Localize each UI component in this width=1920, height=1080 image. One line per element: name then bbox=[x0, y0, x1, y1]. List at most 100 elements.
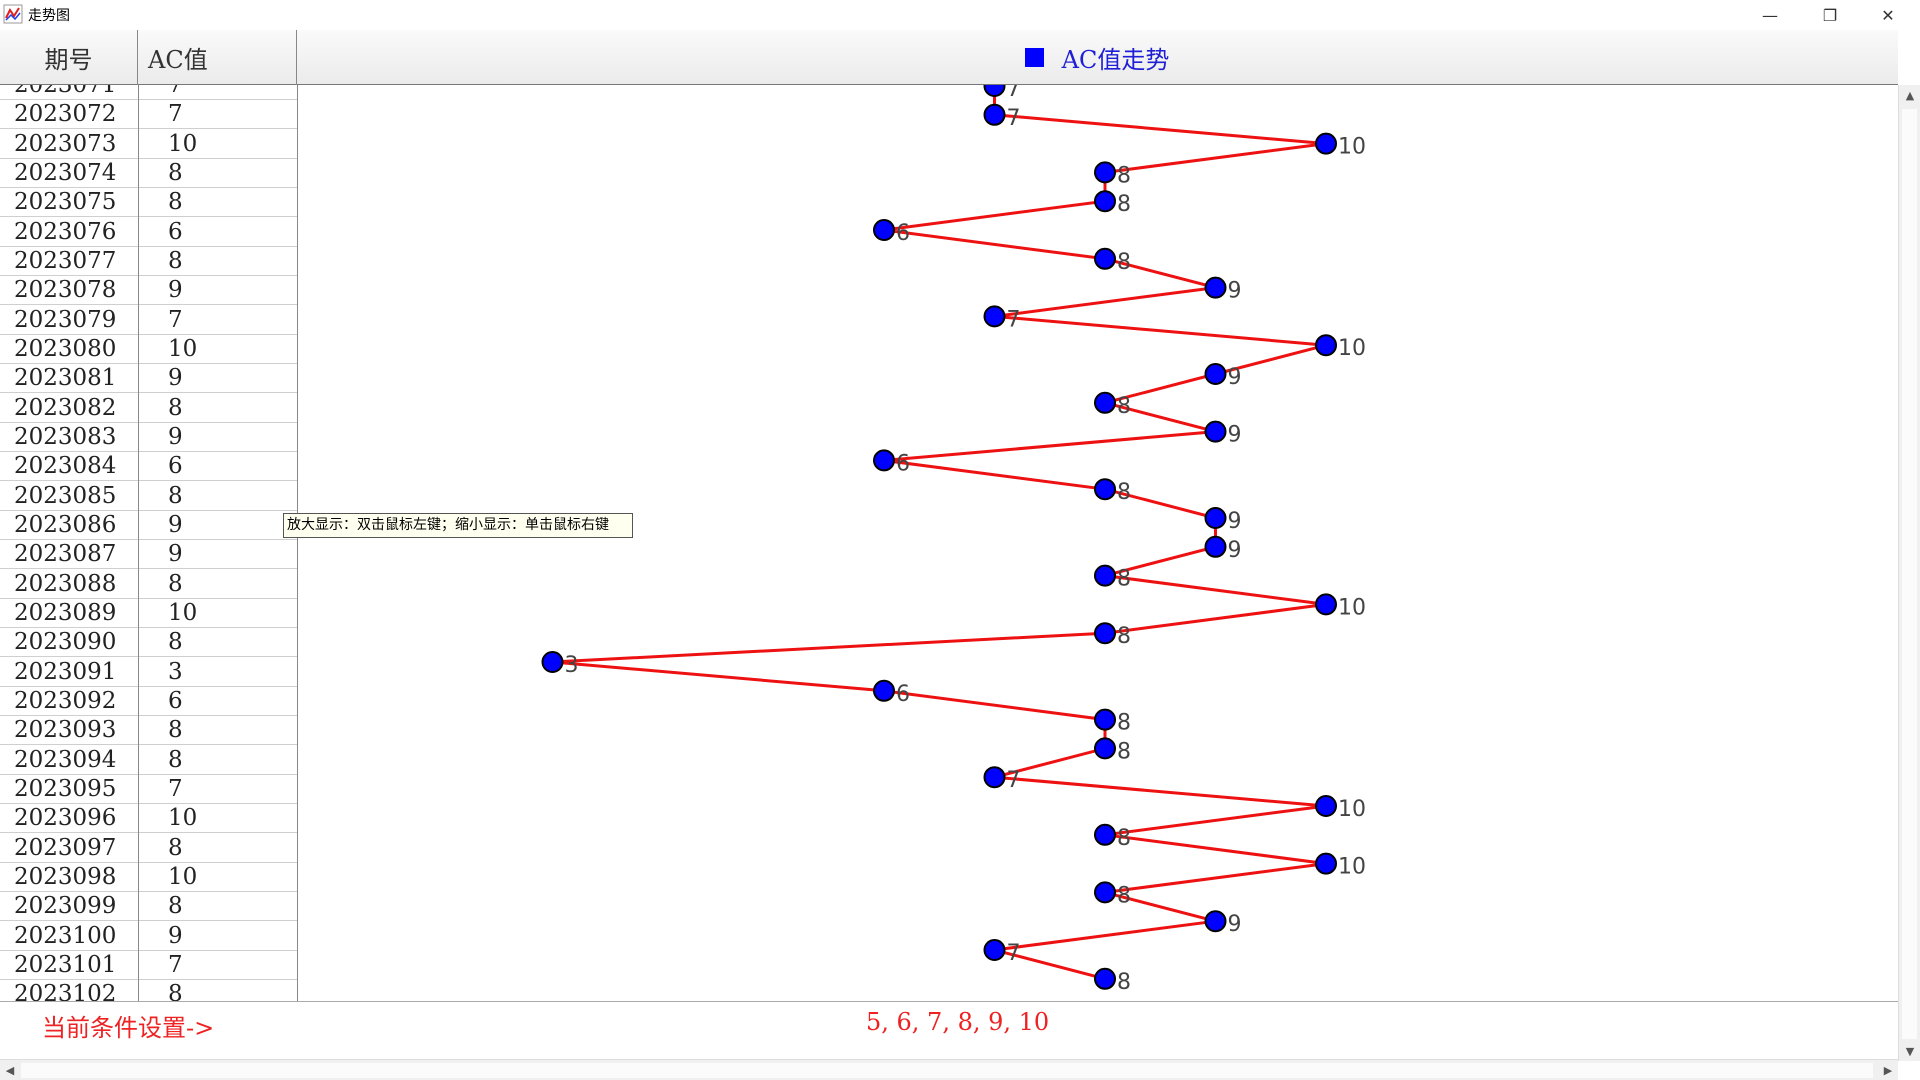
data-point[interactable] bbox=[1094, 708, 1116, 731]
data-point[interactable] bbox=[1315, 132, 1337, 155]
data-point[interactable] bbox=[1094, 881, 1116, 904]
ac-value-cell: 8 bbox=[168, 893, 183, 920]
data-point[interactable] bbox=[1094, 478, 1116, 501]
data-point[interactable] bbox=[541, 651, 564, 673]
chart-legend: AC值走势 bbox=[297, 30, 1897, 85]
minimize-button[interactable]: — bbox=[1762, 5, 1778, 25]
data-point[interactable] bbox=[1094, 161, 1116, 184]
scroll-left-arrow-icon[interactable]: ◀ bbox=[5, 1064, 15, 1077]
data-point[interactable] bbox=[983, 939, 1006, 961]
data-label: 8 bbox=[1117, 163, 1131, 188]
data-point[interactable] bbox=[1204, 910, 1227, 933]
data-point[interactable] bbox=[1094, 622, 1116, 645]
horizontal-scroll-thumb[interactable] bbox=[21, 1063, 1873, 1078]
data-label: 9 bbox=[1228, 279, 1242, 304]
data-point[interactable] bbox=[983, 305, 1006, 328]
period-cell: 2023090 bbox=[14, 629, 117, 656]
data-label: 10 bbox=[1338, 797, 1366, 822]
window-title: 走势图 bbox=[28, 8, 70, 24]
data-point[interactable] bbox=[1315, 795, 1337, 817]
data-point[interactable] bbox=[1315, 593, 1337, 616]
ac-column-header[interactable]: AC值 bbox=[138, 30, 297, 85]
period-cell: 2023072 bbox=[14, 101, 117, 128]
data-point[interactable] bbox=[873, 219, 895, 241]
data-point[interactable] bbox=[983, 766, 1006, 789]
data-point[interactable] bbox=[1094, 737, 1116, 760]
condition-settings-label[interactable]: 当前条件设置-> bbox=[42, 1014, 215, 1042]
data-point[interactable] bbox=[1094, 967, 1116, 990]
close-button[interactable]: ✕ bbox=[1881, 5, 1895, 25]
vertical-scroll-thumb[interactable] bbox=[1902, 109, 1917, 1039]
data-point[interactable] bbox=[1204, 535, 1227, 558]
period-cell: 2023074 bbox=[14, 159, 117, 186]
data-point[interactable] bbox=[1204, 276, 1227, 299]
data-point[interactable] bbox=[1094, 190, 1116, 213]
period-column-header[interactable]: 期号 bbox=[0, 30, 138, 85]
scroll-up-arrow-icon[interactable]: ▲ bbox=[1905, 88, 1915, 102]
column-divider bbox=[297, 85, 298, 1043]
data-point[interactable] bbox=[1094, 391, 1116, 414]
period-cell: 2023076 bbox=[14, 218, 117, 245]
ac-value-cell: 8 bbox=[168, 482, 183, 509]
data-point[interactable] bbox=[1315, 334, 1337, 357]
data-label: 10 bbox=[1338, 336, 1366, 361]
data-point[interactable] bbox=[1204, 363, 1227, 385]
data-point[interactable] bbox=[1094, 247, 1116, 270]
data-point[interactable] bbox=[873, 679, 895, 702]
data-point[interactable] bbox=[1094, 823, 1116, 846]
data-point[interactable] bbox=[1204, 420, 1227, 443]
ac-value-cell: 9 bbox=[168, 365, 183, 392]
data-point[interactable] bbox=[983, 103, 1006, 126]
vertical-scrollbar[interactable]: ▲ ▼ bbox=[1898, 85, 1920, 1061]
data-label: 10 bbox=[1338, 595, 1366, 620]
maximize-button[interactable]: ❐ bbox=[1822, 5, 1838, 25]
data-point[interactable] bbox=[1315, 852, 1337, 875]
period-cell: 2023098 bbox=[14, 863, 117, 890]
data-label: 9 bbox=[1228, 509, 1242, 534]
ac-value-cell: 10 bbox=[168, 599, 198, 626]
ac-value-cell: 8 bbox=[168, 746, 183, 773]
period-cell: 2023079 bbox=[14, 306, 117, 333]
data-point[interactable] bbox=[1094, 564, 1116, 587]
period-cell: 2023078 bbox=[14, 277, 117, 304]
data-label: 9 bbox=[1228, 912, 1242, 937]
data-label: 7 bbox=[1007, 941, 1021, 966]
data-point[interactable] bbox=[1204, 507, 1227, 529]
horizontal-scrollbar[interactable]: ◀ ▶ bbox=[0, 1059, 1898, 1080]
data-point[interactable] bbox=[873, 449, 895, 472]
scroll-down-arrow-icon[interactable]: ▼ bbox=[1905, 1044, 1915, 1058]
scroll-right-arrow-icon[interactable]: ▶ bbox=[1883, 1064, 1893, 1077]
